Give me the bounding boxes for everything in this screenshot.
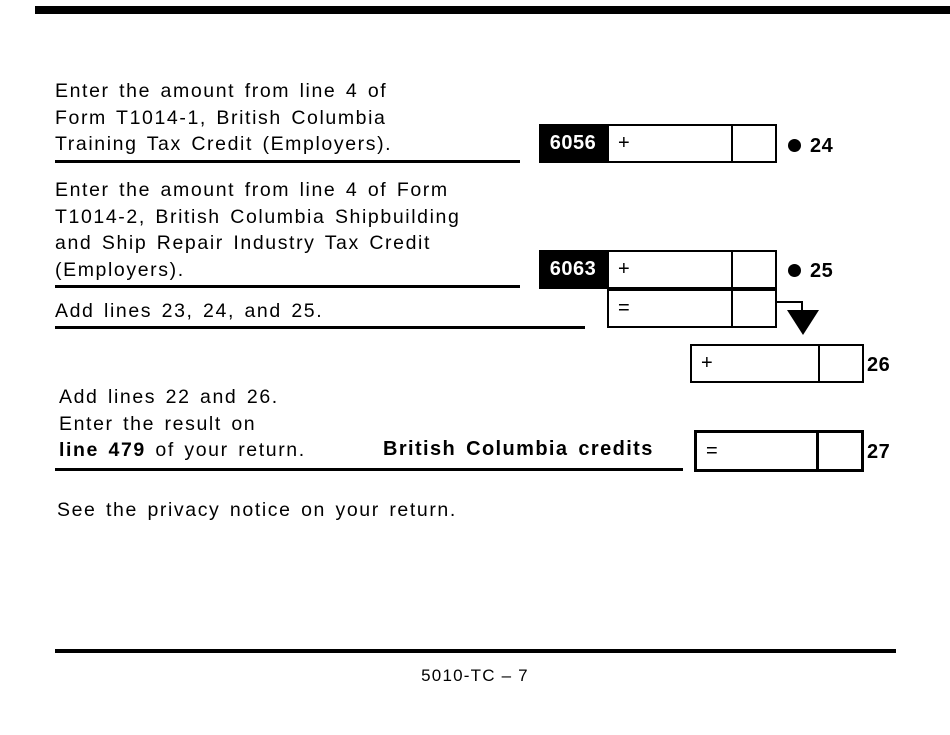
subtotal-label: Add lines 23, 24, and 25. xyxy=(55,300,324,322)
line25-code-box: 6063 xyxy=(539,250,607,289)
line24-bullet-icon xyxy=(788,139,801,152)
line26-number: 26 xyxy=(867,354,891,376)
line27-description-line3: line 479 of your return. xyxy=(59,437,306,464)
line24-description: Enter the amount from line 4 of Form T10… xyxy=(55,78,392,158)
line27-description-line2: Enter the result on xyxy=(59,412,257,435)
line25-cents-field[interactable] xyxy=(731,252,775,287)
line25-underline xyxy=(55,285,520,288)
line24-description-line1: Enter the amount from line 4 of xyxy=(55,80,388,102)
line27-amount-field[interactable]: = xyxy=(697,433,816,469)
top-section-bar xyxy=(35,6,950,14)
bottom-section-bar xyxy=(55,649,896,653)
line24-code: 6056 xyxy=(549,132,597,154)
line25-description-line4: (Employers). xyxy=(55,258,185,281)
line27-number: 27 xyxy=(867,441,891,463)
line26-field-box: + xyxy=(690,344,864,383)
privacy-note: See the privacy notice on your return. xyxy=(57,499,457,521)
line25-bullet-icon xyxy=(788,264,801,277)
line27-description: Add lines 22 and 26. Enter the result on… xyxy=(59,384,306,464)
subtotal-cents-field[interactable] xyxy=(731,291,775,326)
subtotal-field-box: = xyxy=(607,289,777,328)
line24-amount-field[interactable]: + xyxy=(609,126,731,161)
line25-number: 25 xyxy=(810,260,834,282)
subtotal-operator: = xyxy=(618,297,631,319)
line25-description-line2: T1014-2, British Columbia Shipbuilding xyxy=(55,205,461,228)
line25-description-line3: and Ship Repair Industry Tax Credit xyxy=(55,232,431,254)
line24-underline xyxy=(55,160,520,163)
line27-line479-ref: line 479 xyxy=(59,439,146,461)
line25-amount-field[interactable]: + xyxy=(609,252,731,287)
line26-operator: + xyxy=(701,352,714,374)
line27-operator: = xyxy=(706,439,719,462)
line24-code-box: 6056 xyxy=(539,124,607,163)
line27-cents-field[interactable] xyxy=(816,433,861,469)
bc-credits-label: British Columbia credits xyxy=(383,438,654,460)
line25-code: 6063 xyxy=(549,258,597,280)
line26-amount-field[interactable]: + xyxy=(692,346,818,381)
arrow-connector-horizontal xyxy=(777,301,803,303)
subtotal-amount-field[interactable]: = xyxy=(609,291,731,326)
subtotal-underline xyxy=(55,326,585,329)
arrow-connector-vertical xyxy=(801,301,803,313)
line27-description-line3-rest: of your return. xyxy=(145,439,306,461)
line25-field-box: + xyxy=(607,250,777,289)
line25-operator: + xyxy=(618,258,631,280)
line26-cents-field[interactable] xyxy=(818,346,862,381)
line27-field-box: = xyxy=(694,430,864,472)
line24-description-line2: Form T1014-1, British Columbia xyxy=(55,106,387,129)
line24-cents-field[interactable] xyxy=(731,126,775,161)
line24-number: 24 xyxy=(810,135,834,157)
line24-description-line3: Training Tax Credit (Employers). xyxy=(55,133,393,155)
line27-underline xyxy=(55,468,683,471)
line24-operator: + xyxy=(618,132,631,154)
line25-description: Enter the amount from line 4 of Form T10… xyxy=(55,177,460,283)
footer-page-code: 5010-TC – 7 xyxy=(421,666,529,685)
line25-description-line1: Enter the amount from line 4 of Form xyxy=(55,179,449,201)
line27-description-line1: Add lines 22 and 26. xyxy=(59,386,279,408)
line24-field-box: + xyxy=(607,124,777,163)
arrow-down-icon xyxy=(787,310,819,335)
